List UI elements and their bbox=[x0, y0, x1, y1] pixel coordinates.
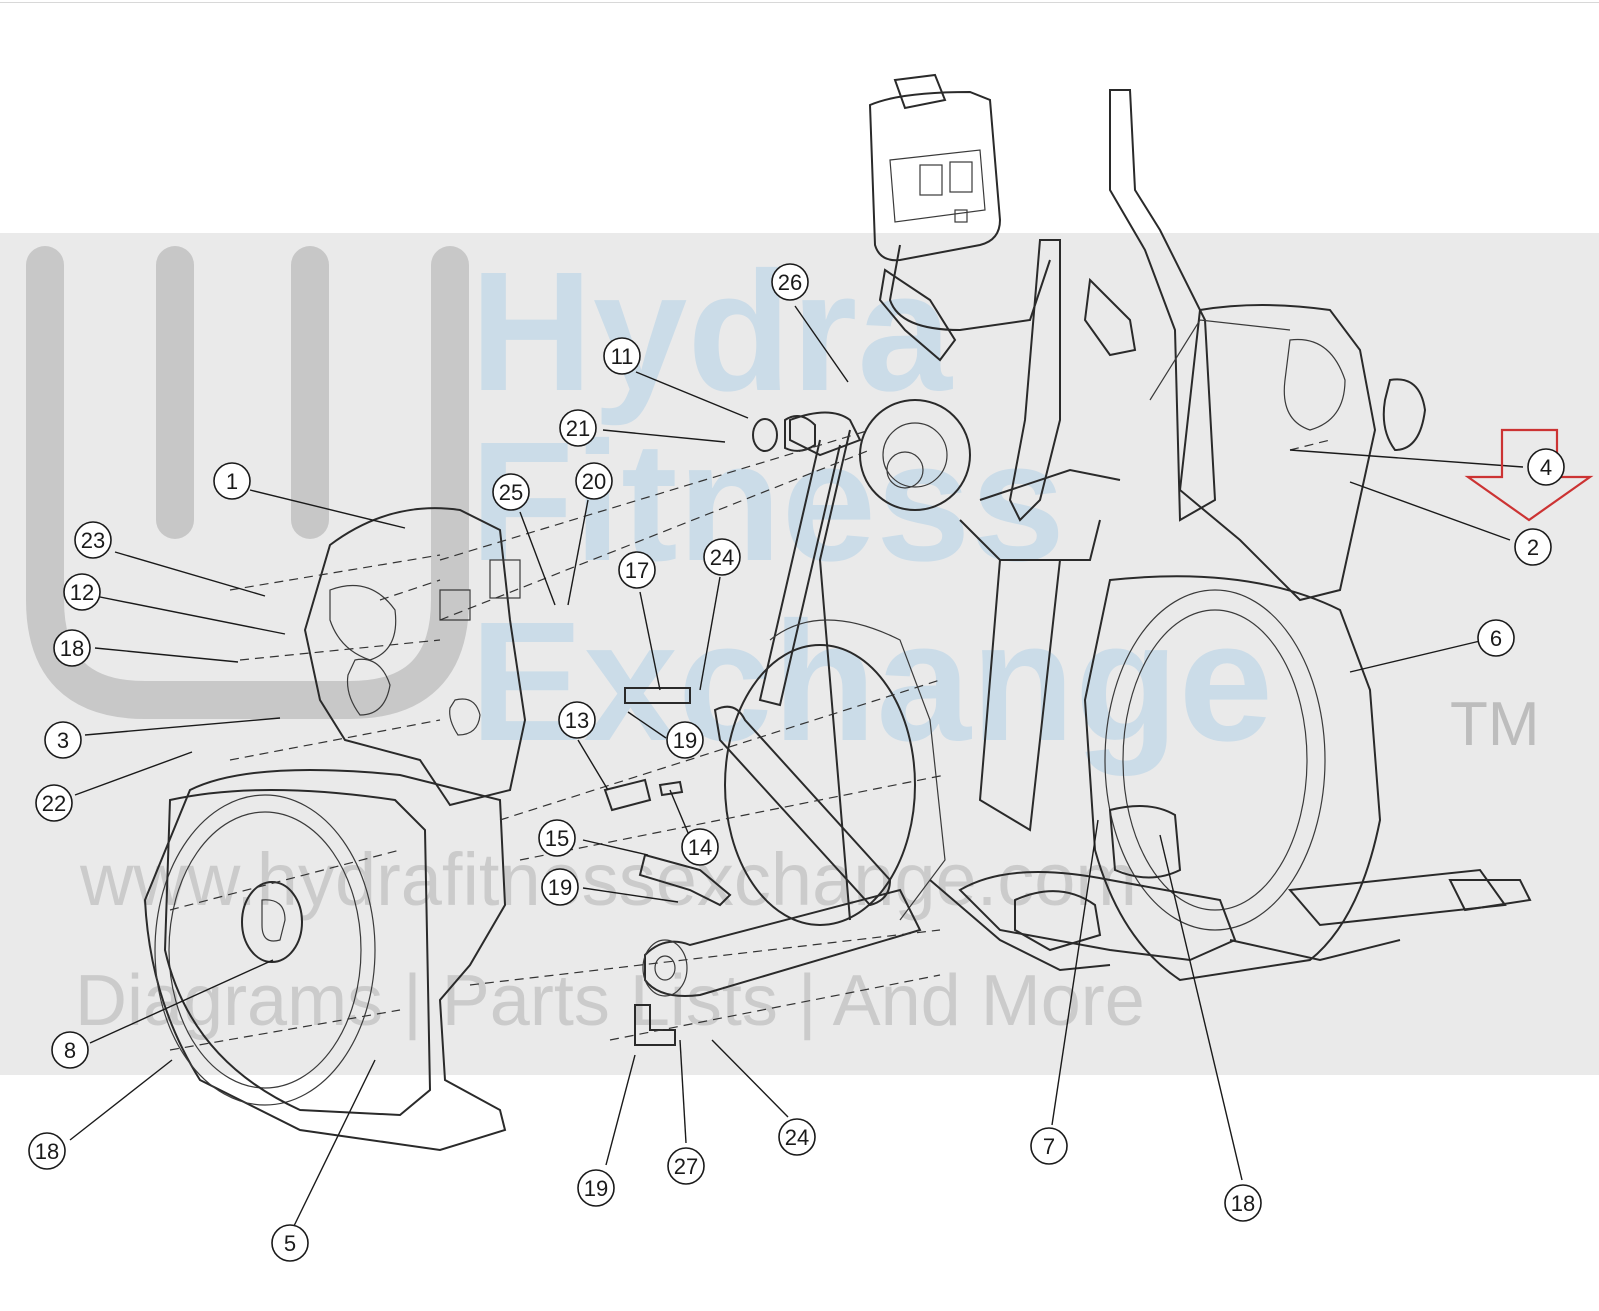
callout-label: 25 bbox=[499, 480, 523, 505]
callout-c19c[interactable]: 19 bbox=[577, 1169, 615, 1207]
watermark: Hydra Fitness Exchange TM www.hydrafitne… bbox=[0, 233, 1599, 1075]
callout-label: 26 bbox=[778, 270, 802, 295]
callout-label: 18 bbox=[60, 636, 84, 661]
watermark-trademark: TM bbox=[1450, 690, 1540, 759]
callout-label: 20 bbox=[582, 469, 606, 494]
callout-label: 8 bbox=[64, 1038, 76, 1063]
callout-c13[interactable]: 13 bbox=[558, 701, 596, 739]
callout-label: 18 bbox=[1231, 1191, 1255, 1216]
callout-c12[interactable]: 12 bbox=[63, 573, 101, 611]
callout-label: 19 bbox=[673, 728, 697, 753]
callout-label: 6 bbox=[1490, 626, 1502, 651]
callout-c2[interactable]: 2 bbox=[1514, 528, 1552, 566]
callout-c21[interactable]: 21 bbox=[559, 409, 597, 447]
callout-label: 1 bbox=[226, 469, 238, 494]
callout-c18b[interactable]: 18 bbox=[28, 1132, 66, 1170]
callout-c25[interactable]: 25 bbox=[492, 473, 530, 511]
callout-c19a[interactable]: 19 bbox=[666, 721, 704, 759]
callout-label: 5 bbox=[284, 1231, 296, 1256]
callout-label: 24 bbox=[710, 545, 734, 570]
callout-c5[interactable]: 5 bbox=[271, 1224, 309, 1262]
callout-c20[interactable]: 20 bbox=[575, 462, 613, 500]
watermark-brand-line1: Hydra bbox=[470, 237, 953, 427]
callout-label: 27 bbox=[674, 1154, 698, 1179]
callout-c15[interactable]: 15 bbox=[538, 819, 576, 857]
callout-label: 19 bbox=[548, 875, 572, 900]
callout-c19b[interactable]: 19 bbox=[541, 868, 579, 906]
callout-label: 19 bbox=[584, 1176, 608, 1201]
callout-label: 22 bbox=[42, 791, 66, 816]
callout-c11[interactable]: 11 bbox=[603, 337, 641, 375]
callout-c3[interactable]: 3 bbox=[44, 721, 82, 759]
callout-c4[interactable]: 4 bbox=[1527, 448, 1565, 486]
callout-label: 15 bbox=[545, 826, 569, 851]
watermark-brand-line3: Exchange bbox=[470, 587, 1273, 777]
watermark-tagline: Diagrams | Parts Lists | And More bbox=[75, 961, 1145, 1041]
callout-label: 7 bbox=[1043, 1134, 1055, 1159]
callout-c8[interactable]: 8 bbox=[51, 1031, 89, 1069]
callout-label: 21 bbox=[566, 416, 590, 441]
down-arrow-icon bbox=[1464, 428, 1594, 522]
callout-label: 14 bbox=[688, 835, 712, 860]
callout-bubbles: 1 23 12 18 3 22 8 18 5 25 20 21 11 26 17… bbox=[28, 263, 1565, 1262]
watermark-band bbox=[0, 233, 1599, 1075]
watermark-brand-line2: Fitness bbox=[470, 407, 1065, 597]
callout-c24a[interactable]: 24 bbox=[703, 538, 741, 576]
callout-c17[interactable]: 17 bbox=[618, 551, 656, 589]
callout-label: 18 bbox=[35, 1139, 59, 1164]
brand-logo-icon bbox=[26, 246, 469, 719]
callout-label: 24 bbox=[785, 1125, 809, 1150]
console bbox=[868, 73, 1051, 332]
top-border bbox=[0, 2, 1599, 3]
callout-c14[interactable]: 14 bbox=[681, 828, 719, 866]
callout-label: 23 bbox=[81, 528, 105, 553]
callout-label: 12 bbox=[70, 580, 94, 605]
callout-label: 3 bbox=[57, 728, 69, 753]
callout-c18c[interactable]: 18 bbox=[1224, 1184, 1262, 1222]
callout-c27[interactable]: 27 bbox=[667, 1147, 705, 1185]
callout-label: 4 bbox=[1540, 455, 1552, 480]
callout-c26[interactable]: 26 bbox=[771, 263, 809, 301]
callout-c6[interactable]: 6 bbox=[1477, 619, 1515, 657]
callout-label: 17 bbox=[625, 558, 649, 583]
machine-drawing bbox=[143, 73, 1532, 1152]
callout-label: 11 bbox=[611, 344, 634, 369]
callout-label: 13 bbox=[565, 708, 589, 733]
callout-c22[interactable]: 22 bbox=[35, 784, 73, 822]
callout-c24b[interactable]: 24 bbox=[778, 1118, 816, 1156]
leader-lines bbox=[69, 305, 1524, 1231]
assembly-lines bbox=[169, 429, 1331, 1051]
callout-c7[interactable]: 7 bbox=[1030, 1127, 1068, 1165]
callout-c1[interactable]: 1 bbox=[213, 462, 251, 500]
callout-c18a[interactable]: 18 bbox=[53, 629, 91, 667]
callout-c23[interactable]: 23 bbox=[74, 521, 112, 559]
callout-label: 2 bbox=[1527, 535, 1539, 560]
